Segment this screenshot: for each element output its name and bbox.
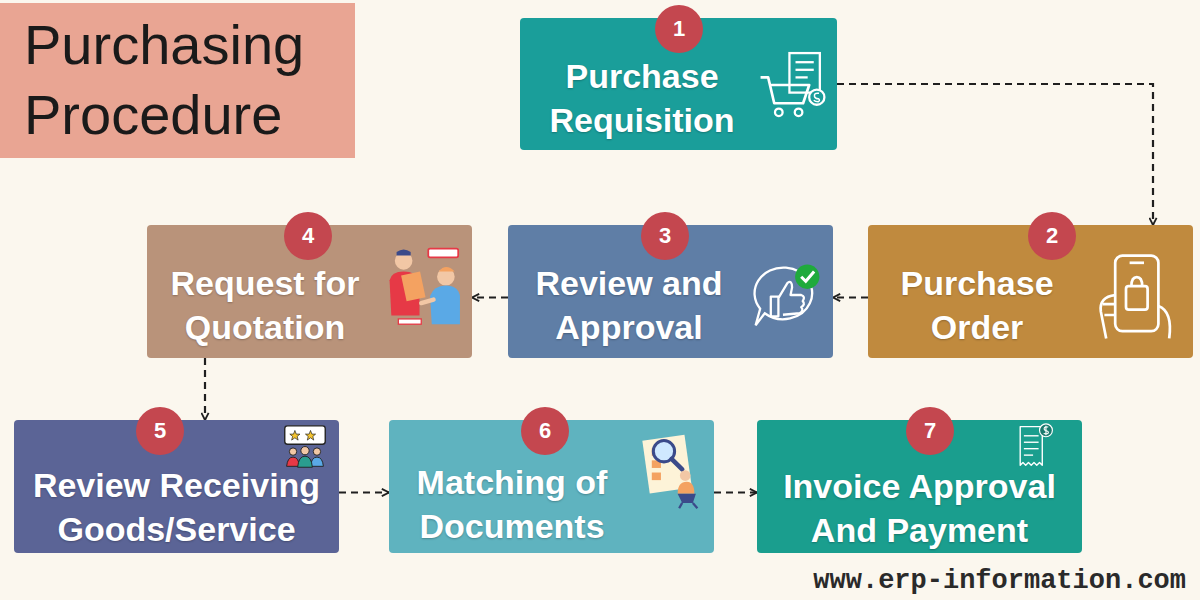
step-badge: 2 [1028,212,1076,260]
step-badge: 3 [641,212,689,260]
step-title: Review and Approval [514,261,744,349]
negotiation-icon [379,243,467,335]
flow-arrow [472,296,508,298]
step-badge: 6 [521,407,569,455]
text-area: Review and Approval [514,255,744,355]
process-box: 7Invoice Approval And Payment [757,420,1082,553]
watermark: www.erp-information.com [813,566,1186,596]
callout-number: 4 [302,223,314,249]
step-title: Request for Quotation [153,261,377,349]
step-badge: 5 [136,407,184,455]
step-title: Matching of Documents [397,460,627,548]
step-badge: 1 [655,5,703,53]
cart-icon [756,42,832,128]
process-box: 1Purchase Requisition [520,18,837,150]
process-box: 6Matching of Documents [389,420,714,553]
flow-arrow [204,358,206,420]
step-title: Invoice Approval And Payment [761,464,1078,552]
text-area: Purchase Requisition [528,48,756,148]
callout-number: 3 [659,223,671,249]
process-box: 3Review and Approval [508,225,833,358]
step-title: Review Receiving Goods/Service [18,463,335,551]
approval-icon [748,255,824,335]
step-badge: 7 [906,407,954,455]
callout-number: 1 [673,16,685,42]
text-area: Request for Quotation [153,255,377,355]
process-box: 4Request for Quotation [147,225,472,358]
callout-number: 7 [924,418,936,444]
flow-arrow [833,296,868,298]
process-box: 5Review Receiving Goods/Service [14,420,339,553]
flow-arrow [714,491,757,493]
process-box: 2Purchase Order [868,225,1193,358]
text-area: Matching of Documents [397,454,627,553]
rating-icon [280,424,330,470]
callout-number: 5 [154,418,166,444]
invoice-icon [1009,422,1059,468]
text-area: Review Receiving Goods/Service [18,460,335,553]
text-area: Purchase Order [874,255,1080,355]
callout-number: 2 [1046,223,1058,249]
document-match-icon [629,428,705,514]
diagram-title: Purchasing Procedure [24,10,349,150]
phone-hand-icon [1090,247,1180,347]
step-badge: 4 [284,212,332,260]
flow-arrow [339,491,389,493]
step-title: Purchase Requisition [528,54,756,142]
text-area: Invoice Approval And Payment [761,462,1078,553]
flow-arrow [837,84,1153,225]
step-title: Purchase Order [874,261,1080,349]
callout-number: 6 [539,418,551,444]
